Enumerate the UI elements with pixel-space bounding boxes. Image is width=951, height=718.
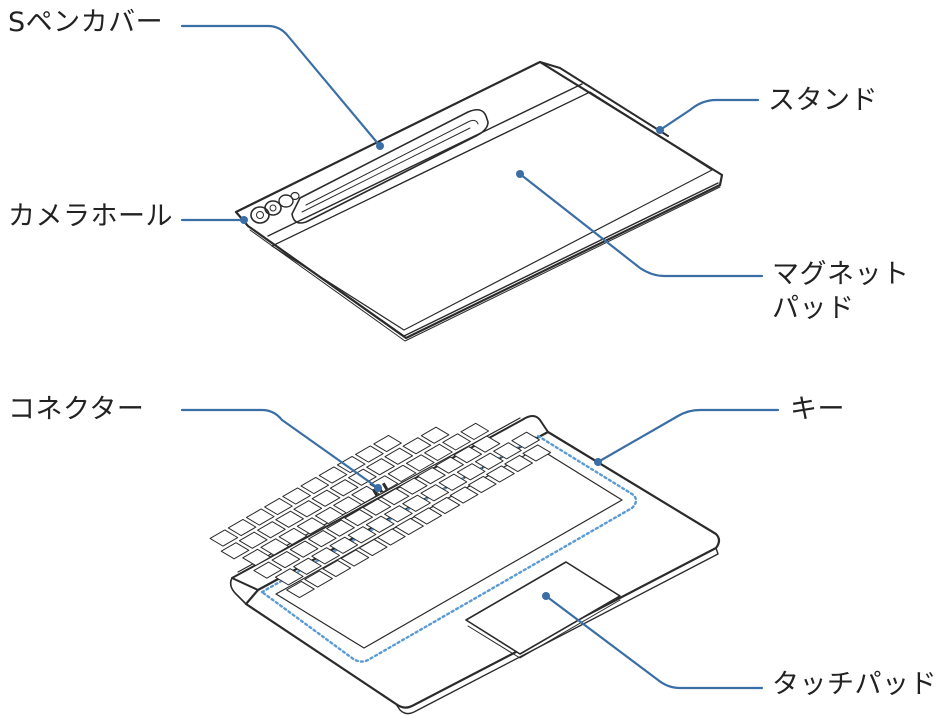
keycap [504,454,533,473]
leader-stand [658,98,760,132]
keycap [322,559,352,578]
keycap [493,442,522,460]
keycap [449,486,479,504]
keycap [347,526,377,544]
keycap [286,580,315,599]
keycap [344,509,373,527]
keycap [315,506,344,524]
keycap [318,466,348,484]
keycap [358,538,388,557]
leader-lines [180,24,780,690]
keycap [282,487,311,505]
leader-magnet [518,172,764,278]
keycap [329,479,359,497]
label-connector: コネクター [8,394,145,425]
keycap [511,431,540,449]
keycap [355,445,384,463]
key-grid [209,422,552,599]
keycap [453,446,483,464]
keycap [238,531,268,549]
keycap [471,435,501,453]
keycap [264,497,293,516]
leader-connector [180,408,380,490]
keycap [260,538,290,556]
keycap [329,536,359,554]
keycap [460,422,490,440]
leader-dots [240,126,664,600]
keycap [274,568,304,586]
keycap [456,463,486,481]
leader-s-pen [180,24,382,148]
touchpad [465,561,621,655]
keycap [395,517,424,536]
keycap [340,549,370,567]
s-pen-slot [291,108,489,224]
keycap [405,454,435,472]
keycap [438,473,468,491]
cover-outline [234,60,724,340]
keycap [293,500,323,518]
keycap [387,464,417,482]
label-stand: スタンド [768,85,878,116]
keycap [380,488,410,506]
key-zone-outline [260,434,638,663]
keycap [467,475,497,494]
keycap [366,458,395,476]
keycap [311,547,340,565]
keycap [431,496,461,515]
label-magnet-pad: マグネット パッド [772,259,910,324]
keycap [402,437,432,455]
keycap [420,426,450,444]
keycap [384,505,413,523]
keycap [522,444,552,462]
keycap [242,548,271,566]
fold-line [267,83,583,237]
keycap [420,484,450,502]
magnet-pad-area [271,91,713,331]
keycap [311,489,341,507]
keycap [304,570,333,588]
keycap [402,494,431,512]
keycap [398,477,428,495]
leader-touchpad [544,594,764,690]
keycap [424,443,453,461]
keycap [365,515,395,533]
keyboard-illustration [209,415,721,715]
cover-illustration [234,60,724,342]
keycap [257,521,286,539]
leader-keys [596,408,780,464]
label-touchpad: タッチパッド [772,669,937,700]
keycap [336,455,366,474]
label-keys: キー [790,394,845,425]
keycap [417,467,446,485]
label-s-pen-cover: Sペンカバー [8,7,164,38]
keycap [384,447,414,465]
keycap [373,434,402,453]
keycap [289,540,319,558]
keycap [220,542,250,560]
keycap [296,517,326,535]
keycap [413,507,443,525]
keycap [275,510,304,528]
keycap [300,476,330,495]
keycap [227,518,257,537]
keycap [253,561,283,579]
keycap [307,530,337,548]
keycap [377,528,406,546]
camera-hole [250,191,300,224]
keycap [333,496,362,514]
keycap [209,529,239,547]
keycap [474,452,504,470]
keycap [278,527,308,545]
keycap [362,498,392,516]
label-camera-hole: カメラホール [8,201,173,232]
keycap [435,456,464,474]
keycap [326,519,355,537]
keycap [442,433,471,451]
keycap [271,551,301,569]
keycap [293,557,322,575]
keycap [486,465,515,483]
keycap [245,508,275,526]
